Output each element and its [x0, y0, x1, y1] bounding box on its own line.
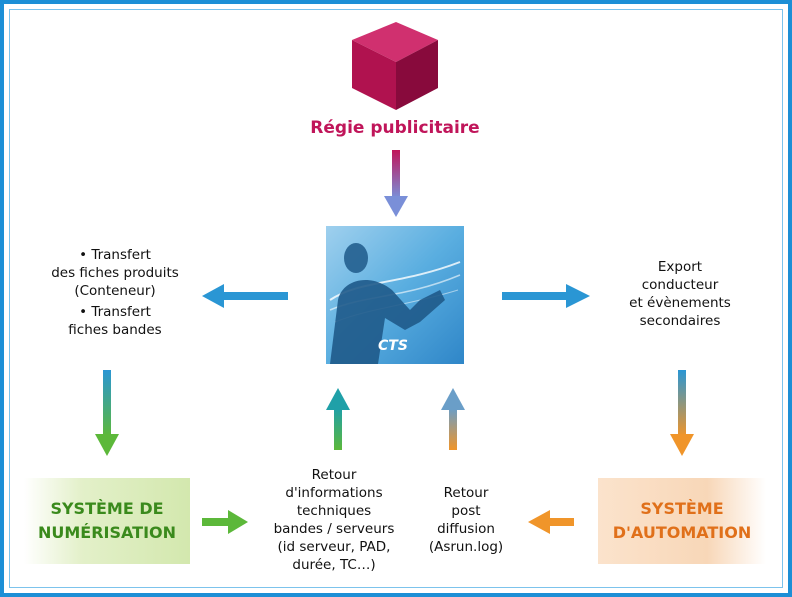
cts-image — [326, 226, 464, 364]
right-text-line: et évènements — [629, 295, 731, 311]
left-text-line: fiches bandes — [68, 322, 162, 338]
systeme-automation-box: SYSTÈME D'AUTOMATION — [598, 478, 766, 564]
automation-line: SYSTÈME — [640, 499, 724, 518]
left-text-line: • Transfert — [79, 304, 151, 320]
right-text-line: Export — [657, 259, 703, 275]
retour-post-line: diffusion — [437, 521, 495, 537]
numerisation-line: SYSTÈME DE — [50, 499, 164, 518]
arrow-cts-to-left — [202, 284, 288, 308]
regie-publicitaire-label: Régie publicitaire — [310, 118, 480, 138]
cts-label: CTS — [378, 338, 408, 354]
numerisation-line: NUMÉRISATION — [37, 523, 177, 542]
arrow-numerisation-to-retour — [202, 510, 248, 534]
left-text-line: • Transfert — [79, 247, 151, 263]
left-text-line: (Conteneur) — [74, 283, 156, 299]
cube-icon — [352, 22, 438, 110]
retour-info-line: (id serveur, PAD, — [277, 539, 391, 555]
frame-inner-border — [9, 9, 783, 588]
arrow-regie-to-cts — [384, 150, 408, 217]
arrow-down-to-automation — [670, 370, 694, 456]
retour-info-line: durée, TC…) — [292, 557, 376, 573]
left-text-line: des fiches produits — [51, 265, 179, 281]
arrow-down-to-numerisation — [95, 370, 119, 456]
right-text-line: secondaires — [639, 313, 721, 329]
retour-post-diffusion-text: Retour post diffusion (Asrun.log) — [416, 484, 516, 556]
cts-block: CTS — [326, 226, 464, 364]
left-transfer-text: • Transfert des fiches produits (Contene… — [30, 246, 200, 339]
systeme-numerisation-box: SYSTÈME DE NUMÉRISATION — [24, 478, 190, 564]
automation-line: D'AUTOMATION — [612, 523, 752, 542]
retour-info-line: d'informations — [285, 485, 383, 501]
retour-post-line: Retour — [443, 485, 489, 501]
arrow-cts-to-right — [502, 284, 590, 308]
retour-info-line: techniques — [296, 503, 372, 519]
arrow-automation-to-retour — [528, 510, 574, 534]
retour-post-line: post — [451, 503, 481, 519]
arrow-up-retour-info — [326, 388, 350, 450]
retour-post-line: (Asrun.log) — [428, 539, 504, 555]
right-text-line: conducteur — [641, 277, 719, 293]
retour-info-line: Retour — [311, 467, 357, 483]
arrow-up-retour-post — [441, 388, 465, 450]
retour-info-line: bandes / serveurs — [273, 521, 395, 537]
right-export-text: Export conducteur et évènements secondai… — [600, 258, 760, 330]
retour-informations-text: Retour d'informations techniques bandes … — [250, 466, 418, 574]
